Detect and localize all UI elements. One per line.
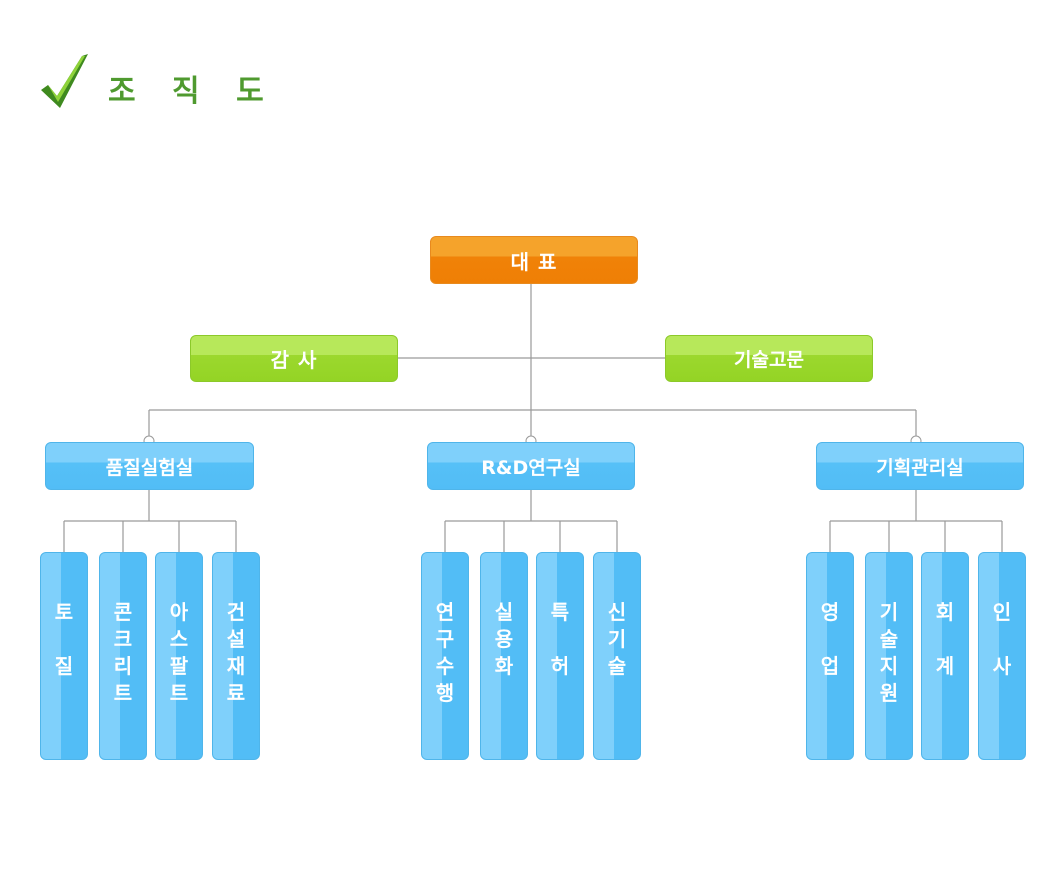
team-label: 영 업 bbox=[820, 600, 840, 678]
team-box: 실 용 화 bbox=[480, 552, 528, 760]
team-label: 실 용 화 bbox=[494, 600, 514, 678]
team-box: 회 계 bbox=[921, 552, 969, 760]
check-icon bbox=[41, 54, 88, 108]
team-label: 토 질 bbox=[54, 600, 74, 678]
tech-advisor-box: 기술고문 bbox=[665, 335, 873, 382]
team-label: 건 설 재 료 bbox=[226, 600, 246, 705]
team-label: 콘 크 리 트 bbox=[113, 600, 133, 705]
team-box: 콘 크 리 트 bbox=[99, 552, 147, 760]
department-box-quality-lab: 품질실험실 bbox=[45, 442, 254, 490]
team-box: 연 구 수 행 bbox=[421, 552, 469, 760]
team-box: 건 설 재 료 bbox=[212, 552, 260, 760]
title-area bbox=[38, 52, 94, 112]
team-label: 회 계 bbox=[935, 600, 955, 678]
ceo-box: 대 표 bbox=[430, 236, 638, 284]
team-box: 토 질 bbox=[40, 552, 88, 760]
audit-box: 감 사 bbox=[190, 335, 398, 382]
department-box-rnd-lab: R&D연구실 bbox=[427, 442, 635, 490]
team-box: 기 술 지 원 bbox=[865, 552, 913, 760]
team-box: 영 업 bbox=[806, 552, 854, 760]
team-label: 연 구 수 행 bbox=[435, 600, 455, 705]
department-box-planning-office: 기획관리실 bbox=[816, 442, 1024, 490]
team-label: 신 기 술 bbox=[607, 600, 627, 678]
team-label: 인 사 bbox=[992, 600, 1012, 678]
team-box: 아 스 팔 트 bbox=[155, 552, 203, 760]
team-label: 기 술 지 원 bbox=[879, 600, 899, 705]
team-box: 인 사 bbox=[978, 552, 1026, 760]
team-box: 신 기 술 bbox=[593, 552, 641, 760]
team-label: 특 허 bbox=[550, 600, 570, 678]
team-box: 특 허 bbox=[536, 552, 584, 760]
team-label: 아 스 팔 트 bbox=[169, 600, 189, 705]
page-title: 조 직 도 bbox=[108, 74, 277, 109]
